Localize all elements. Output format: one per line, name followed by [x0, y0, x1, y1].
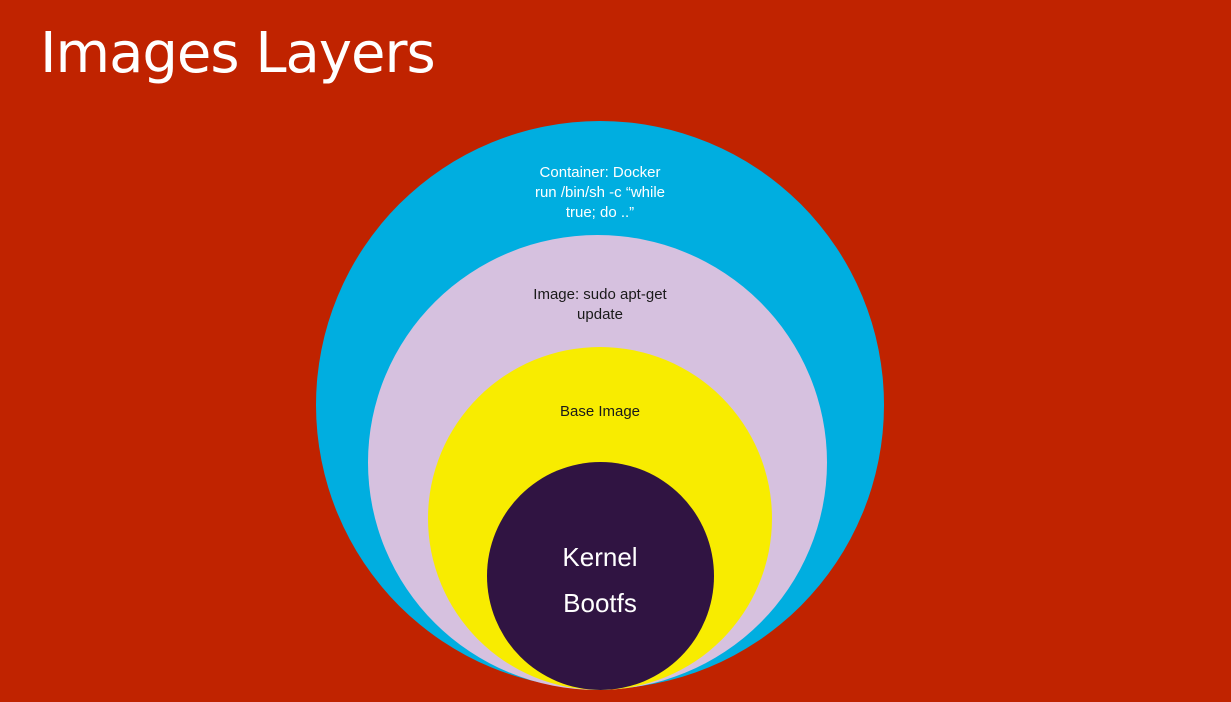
container-layer-label-line: true; do ..”: [565, 204, 635, 221]
slide-title: Images Layers: [40, 21, 436, 86]
image-layer-label-line: update: [577, 306, 623, 323]
kernel-layer-label-line: Bootfs: [563, 588, 637, 618]
container-layer-label-line: Container: Docker: [539, 164, 661, 181]
image-layer-label-line: Image: sudo apt-get: [533, 286, 667, 303]
kernel-layer-label: Kernel Bootfs: [500, 534, 700, 626]
image-layer-label: Image: sudo apt-get update: [480, 285, 720, 325]
container-layer-label-line: run /bin/sh -c “while: [534, 184, 666, 201]
base-image-layer-label: Base Image: [480, 402, 720, 422]
container-layer-label: Container: Docker run /bin/sh -c “while …: [480, 163, 720, 223]
kernel-layer-circle: [487, 462, 714, 690]
kernel-layer-label-line: Kernel: [562, 542, 638, 572]
base-image-layer-label-line: Base Image: [559, 403, 641, 420]
